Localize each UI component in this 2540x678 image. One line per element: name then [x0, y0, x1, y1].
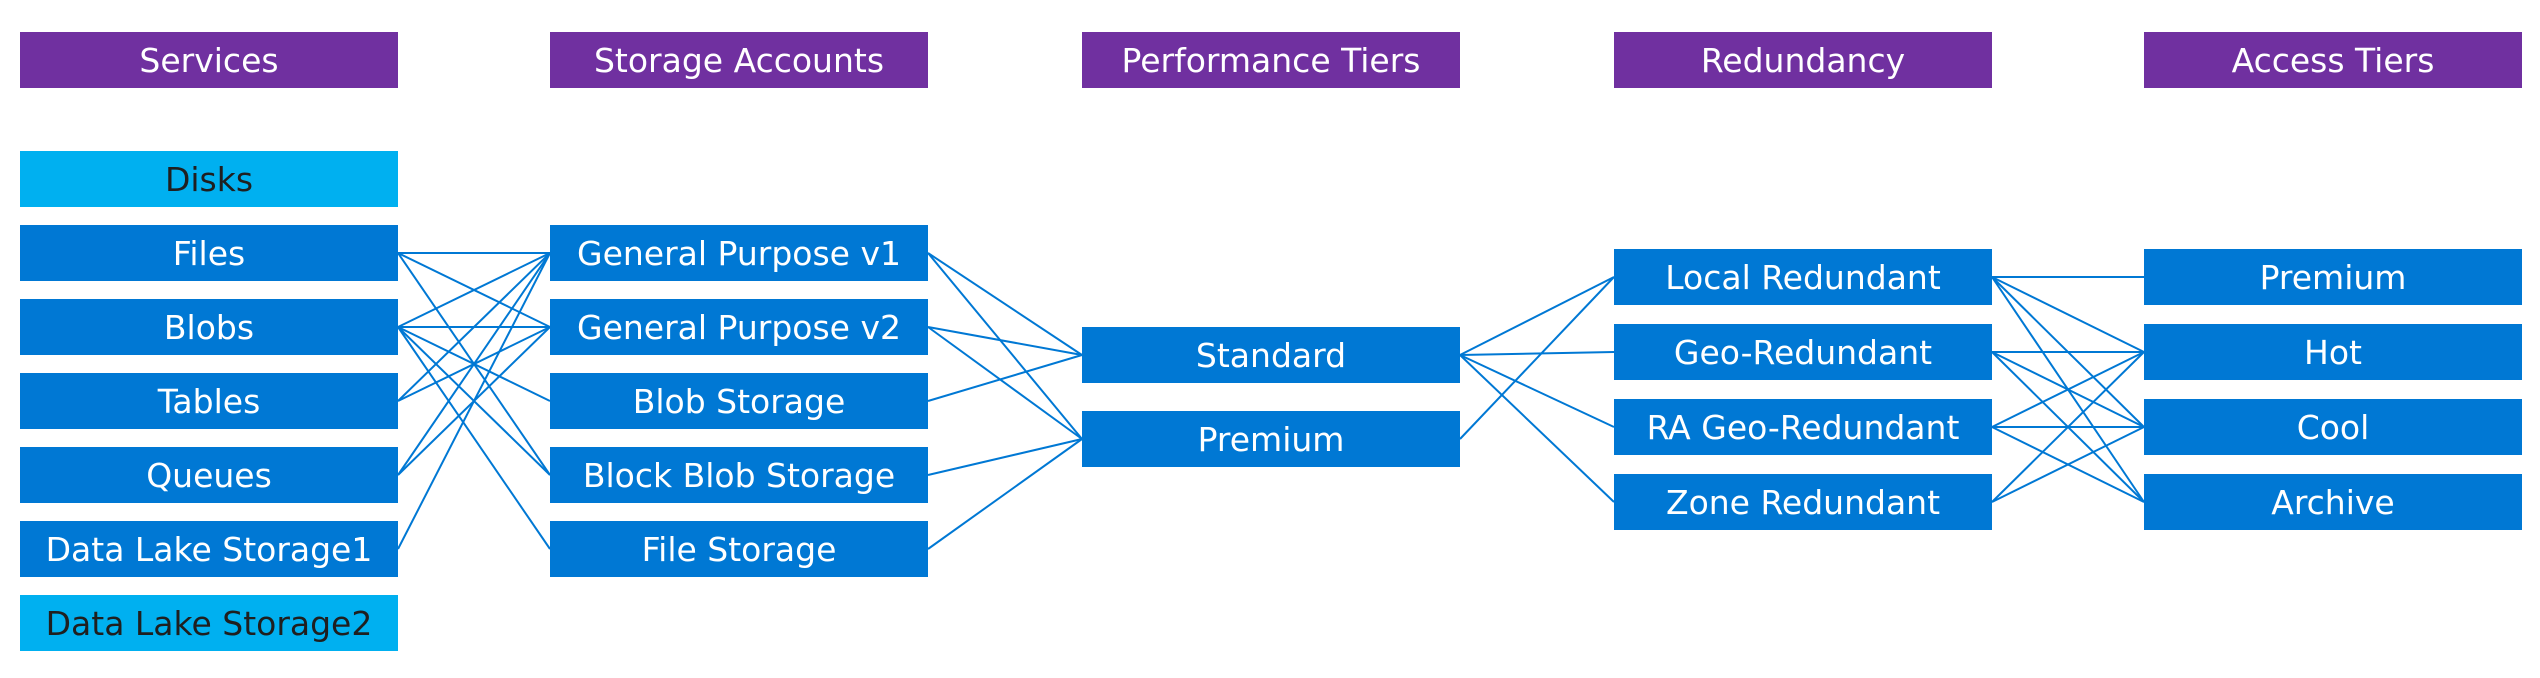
node-zone-redundant: Zone Redundant	[1614, 474, 1992, 530]
connection-general-purpose-v1-to-standard	[927, 252, 1083, 356]
connection-general-purpose-v1-to-premium-perf	[927, 252, 1083, 440]
connection-tables-to-general-purpose-v1	[397, 252, 551, 402]
connection-zone-redundant-to-hot	[1991, 351, 2145, 503]
connection-blobs-to-general-purpose-v1	[397, 252, 551, 328]
node-general-purpose-v2: General Purpose v2	[550, 299, 928, 355]
access-tiers-header: Access Tiers	[2144, 32, 2522, 88]
node-ra-geo-redundant: RA Geo-Redundant	[1614, 399, 1992, 455]
services-header: Services	[20, 32, 398, 88]
node-premium-perf: Premium	[1082, 411, 1460, 467]
node-standard: Standard	[1082, 327, 1460, 383]
node-files: Files	[20, 225, 398, 281]
connection-standard-to-zone-redundant	[1459, 354, 1615, 503]
connection-queues-to-general-purpose-v1	[397, 252, 551, 476]
redundancy-header: Redundancy	[1614, 32, 1992, 88]
connection-data-lake-storage1-to-general-purpose-v1	[397, 252, 551, 550]
node-premium-access: Premium	[2144, 249, 2522, 305]
node-disks: Disks	[20, 151, 398, 207]
connection-block-blob-storage-to-premium-perf	[927, 438, 1083, 476]
connection-premium-perf-to-local-redundant	[1459, 276, 1615, 440]
connection-standard-to-geo-redundant	[1459, 351, 1615, 356]
connection-local-redundant-to-hot	[1991, 276, 2145, 353]
node-tables: Tables	[20, 373, 398, 429]
connection-standard-to-ra-geo-redundant	[1459, 354, 1615, 428]
connection-zone-redundant-to-cool	[1991, 426, 2145, 503]
connection-standard-to-local-redundant	[1459, 276, 1615, 356]
connection-ra-geo-redundant-to-hot	[1991, 351, 2145, 428]
node-blob-storage: Blob Storage	[550, 373, 928, 429]
node-data-lake-storage2: Data Lake Storage2	[20, 595, 398, 651]
performance-tiers-header: Performance Tiers	[1082, 32, 1460, 88]
connection-general-purpose-v2-to-standard	[927, 326, 1083, 356]
node-geo-redundant: Geo-Redundant	[1614, 324, 1992, 380]
node-archive: Archive	[2144, 474, 2522, 530]
node-general-purpose-v1: General Purpose v1	[550, 225, 928, 281]
node-blobs: Blobs	[20, 299, 398, 355]
node-block-blob-storage: Block Blob Storage	[550, 447, 928, 503]
node-file-storage: File Storage	[550, 521, 928, 577]
connection-blob-storage-to-standard	[927, 354, 1083, 402]
storage-accounts-header: Storage Accounts	[550, 32, 928, 88]
connection-file-storage-to-premium-perf	[927, 438, 1083, 550]
node-hot: Hot	[2144, 324, 2522, 380]
node-queues: Queues	[20, 447, 398, 503]
node-local-redundant: Local Redundant	[1614, 249, 1992, 305]
connection-blobs-to-file-storage	[397, 326, 551, 550]
connection-general-purpose-v2-to-premium-perf	[927, 326, 1083, 440]
node-data-lake-storage1: Data Lake Storage1	[20, 521, 398, 577]
node-cool: Cool	[2144, 399, 2522, 455]
